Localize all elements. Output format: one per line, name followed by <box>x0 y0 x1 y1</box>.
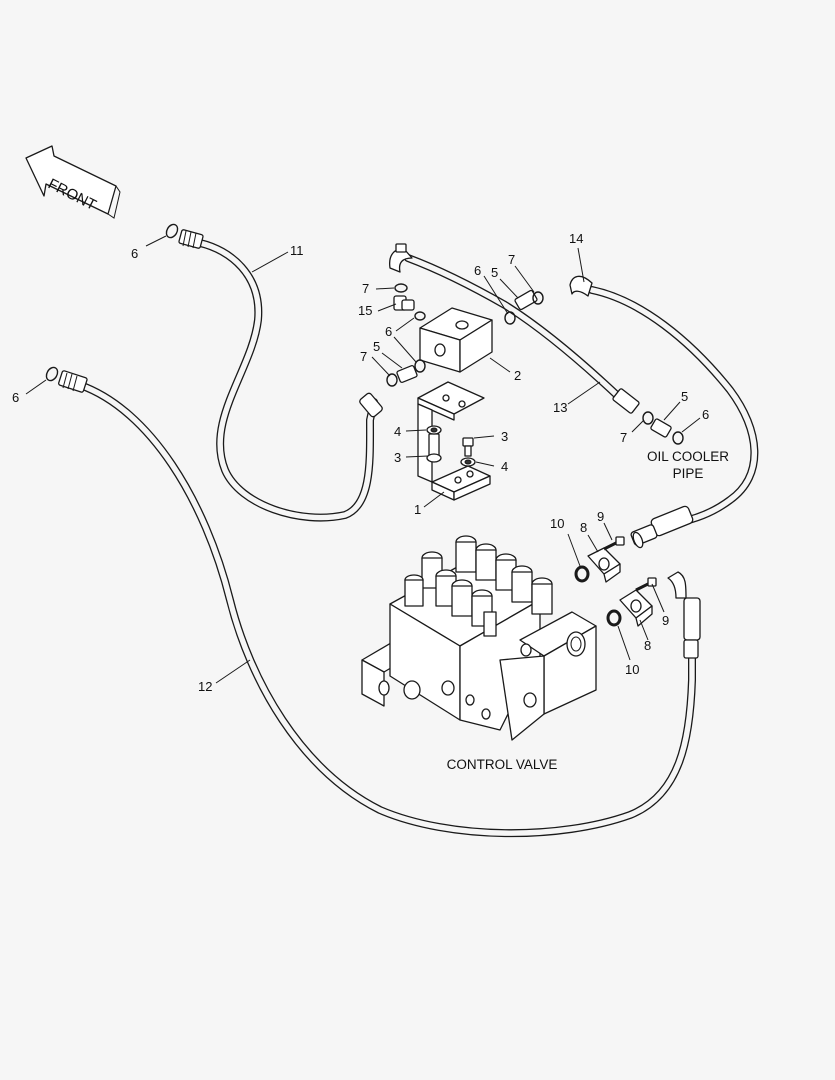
callout-9-upper: 9 <box>597 509 604 524</box>
bolt-3-right <box>462 437 474 457</box>
leader-lines <box>25 235 701 684</box>
o-ring-7-left <box>386 373 398 387</box>
washer-4-right <box>460 457 476 467</box>
hose-11-fitting-right <box>359 392 383 418</box>
o-ring-7-mid <box>532 291 544 305</box>
connector-5-left <box>396 365 418 383</box>
bolt-9-upper <box>603 536 625 551</box>
hose-12 <box>58 370 701 838</box>
o-ring-7-top <box>394 283 408 293</box>
callout-5-right: 5 <box>681 389 688 404</box>
callout-10-upper: 10 <box>550 516 564 531</box>
callout-6-hose-11: 6 <box>131 246 138 261</box>
o-ring-7-right <box>642 411 654 425</box>
oil-cooler-pipe-caption-line2: PIPE <box>673 466 704 481</box>
connector-5-mid <box>514 289 538 311</box>
split-flange-8-upper <box>587 547 621 583</box>
hose-13-fitting-top <box>389 243 413 273</box>
hose-11 <box>178 229 383 522</box>
callout-3-left: 3 <box>394 450 401 465</box>
callout-1: 1 <box>414 502 421 517</box>
bolt-3-left <box>426 433 442 463</box>
callout-14: 14 <box>569 231 583 246</box>
callout-15: 15 <box>358 303 372 318</box>
callout-7-mid: 7 <box>508 252 515 267</box>
callout-8-lower: 8 <box>644 638 651 653</box>
bolt-9-lower <box>635 577 657 592</box>
callout-9-lower: 9 <box>662 613 669 628</box>
hose-11-fitting-left <box>178 229 204 249</box>
hose-14-fitting-bottom <box>630 505 694 549</box>
hose-14-fitting-top <box>569 275 593 297</box>
hose-13 <box>389 243 640 414</box>
o-ring-6-mid <box>504 311 516 325</box>
callout-6-mid: 6 <box>474 263 481 278</box>
connector-5-right <box>650 418 672 438</box>
hose-12-fitting-left <box>58 370 88 393</box>
callout-7-left: 7 <box>360 349 367 364</box>
manifold-block-2 <box>419 307 493 373</box>
callout-3-right: 3 <box>501 429 508 444</box>
o-ring-10-lower <box>606 609 622 627</box>
callout-10-lower: 10 <box>625 662 639 677</box>
o-ring-6-top <box>414 311 426 321</box>
callout-7-right: 7 <box>620 430 627 445</box>
callout-11: 11 <box>290 243 304 258</box>
callout-12: 12 <box>198 679 212 694</box>
callout-7-top: 7 <box>362 281 369 296</box>
o-ring-10-upper <box>574 565 590 583</box>
oil-cooler-pipe-caption-line1: OIL COOLER <box>647 449 729 464</box>
front-arrow: FRONT <box>25 145 121 219</box>
o-ring-6-right <box>672 431 684 445</box>
callout-8-upper: 8 <box>580 520 587 535</box>
washer-4-left <box>426 425 442 435</box>
o-ring-6-hose-12 <box>45 366 59 382</box>
hose-14 <box>569 275 759 549</box>
callout-5-mid: 5 <box>491 265 498 280</box>
callout-6-right: 6 <box>702 407 709 422</box>
callout-13: 13 <box>553 400 567 415</box>
callout-6-block: 6 <box>385 324 392 339</box>
hose-12-fitting-right <box>667 571 701 659</box>
callout-2: 2 <box>514 368 521 383</box>
o-ring-6-hose-11 <box>165 223 179 239</box>
o-ring-6-left <box>414 359 426 373</box>
hose-13-fitting-bottom <box>612 388 640 414</box>
control-valve <box>361 535 597 741</box>
callout-4-right: 4 <box>501 459 508 474</box>
callout-5-left: 5 <box>373 339 380 354</box>
callout-4-left: 4 <box>394 424 401 439</box>
bracket-1 <box>417 381 491 501</box>
callout-labels: 6 6 11 12 7 15 6 5 7 2 6 5 7 14 13 5 6 7… <box>12 231 709 694</box>
split-flange-8-lower <box>619 589 653 627</box>
adapter-15 <box>393 295 415 311</box>
callout-6-hose-12: 6 <box>12 390 19 405</box>
control-valve-caption: CONTROL VALVE <box>447 757 558 772</box>
